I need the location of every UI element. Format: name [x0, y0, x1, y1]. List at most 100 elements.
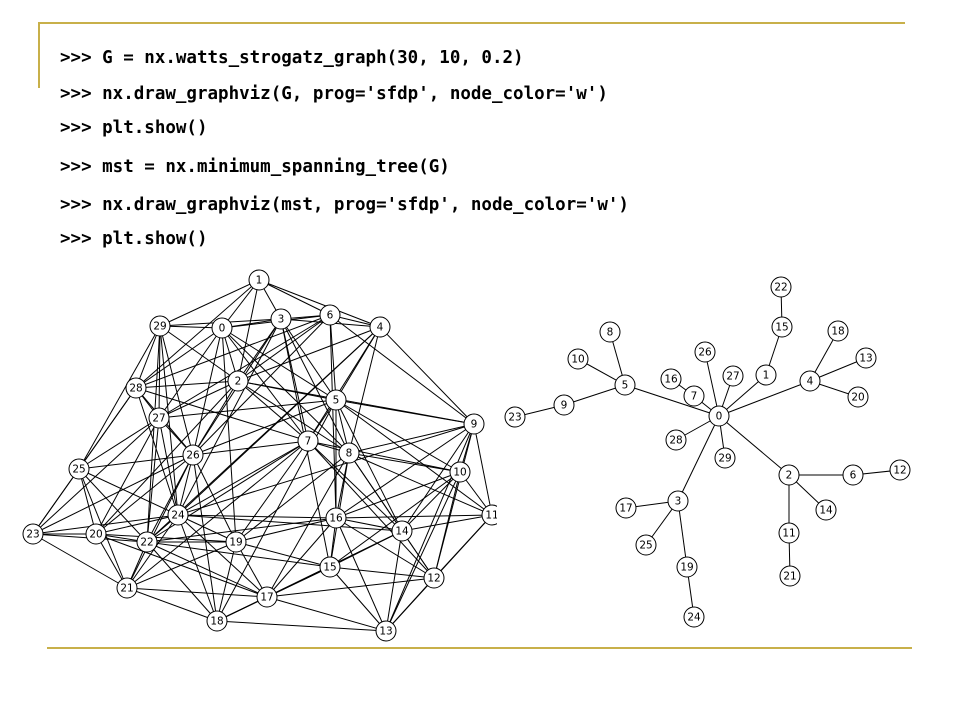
full-node-circle [211, 317, 233, 339]
mst-node-7: 7 [683, 385, 705, 407]
mst-node-22: 22 [770, 276, 792, 298]
full-edge-19-21 [126, 541, 237, 589]
full-edge-7-21 [126, 440, 309, 589]
full-node-14: 14 [391, 520, 413, 542]
full-edge-5-11 [335, 399, 493, 516]
full-edge-23-27 [32, 417, 160, 535]
full-edge-18-21 [126, 587, 218, 622]
full-node-26: 26 [182, 444, 204, 466]
full-node-label: 5 [333, 395, 340, 407]
watts-strogatz-graph: 0123456789101112131415161718192021222324… [22, 269, 497, 642]
mst-node-label: 3 [675, 496, 682, 508]
mst-node-label: 27 [726, 371, 739, 383]
mst-node-circle [778, 522, 800, 544]
full-edge-17-22 [146, 541, 268, 598]
bottom-rule [47, 647, 912, 649]
full-edge-2-8 [237, 380, 350, 454]
mst-node-15: 15 [771, 316, 793, 338]
mst-node-label: 20 [851, 392, 864, 404]
full-node-27: 27 [148, 407, 170, 429]
mst-edge-0-2 [718, 415, 790, 476]
full-node-label: 1 [256, 275, 263, 287]
full-edge-13-14 [385, 530, 403, 632]
mst-node-12: 12 [889, 459, 911, 481]
full-edge-19-24 [177, 514, 237, 543]
full-node-circle [206, 610, 228, 632]
full-edge-24-28 [135, 387, 179, 516]
full-edge-29-2 [159, 325, 239, 382]
full-edge-18-24 [177, 514, 218, 622]
full-node-19: 19 [225, 531, 247, 553]
full-edge-6-16 [329, 314, 337, 519]
full-edge-6-28 [135, 314, 331, 389]
full-edge-15-22 [146, 541, 331, 568]
full-edge-7-22 [146, 440, 309, 543]
full-node-label: 10 [453, 467, 466, 479]
mst-node-14: 14 [815, 499, 837, 521]
code-line-2: >>> nx.draw_graphviz(G, prog='sfdp', nod… [60, 84, 608, 104]
full-graph-edges [32, 279, 493, 632]
full-node-21: 21 [116, 577, 138, 599]
mst-node-1: 1 [755, 364, 777, 386]
full-edge-16-17 [266, 517, 337, 598]
mst-node-24: 24 [683, 606, 705, 628]
full-edge-21-24 [126, 514, 179, 589]
full-node-label: 29 [153, 321, 166, 333]
full-node-label: 22 [140, 537, 153, 549]
full-node-18: 18 [206, 610, 228, 632]
mst-node-label: 15 [775, 322, 788, 334]
full-node-label: 19 [229, 537, 242, 549]
full-node-circle [391, 520, 413, 542]
full-edge-15-19 [235, 541, 331, 568]
mst-node-circle [708, 405, 730, 427]
full-edge-5-14 [335, 399, 403, 532]
full-edge-6-9 [329, 314, 475, 425]
mst-edge-0-4 [718, 380, 811, 417]
full-node-circle [423, 567, 445, 589]
full-edge-7-28 [135, 387, 309, 442]
mst-node-circle [815, 499, 837, 521]
full-node-20: 20 [85, 523, 107, 545]
full-node-circle [22, 523, 44, 545]
full-node-label: 3 [278, 314, 285, 326]
mst-node-circle [842, 464, 864, 486]
full-edge-0-28 [135, 327, 223, 389]
mst-node-label: 13 [859, 353, 872, 365]
mst-node-label: 1 [763, 370, 770, 382]
mst-node-label: 8 [607, 327, 614, 339]
mst-node-circle [799, 370, 821, 392]
mst-node-20: 20 [847, 386, 869, 408]
full-edge-8-11 [348, 452, 493, 516]
full-node-label: 4 [377, 322, 384, 334]
full-node-label: 9 [471, 419, 478, 431]
mst-node-circle [504, 406, 526, 428]
full-edge-4-2 [237, 326, 381, 382]
full-edge-14-16 [335, 517, 403, 532]
full-edge-25-28 [78, 387, 137, 470]
full-edge-9-11 [473, 423, 493, 516]
full-node-circle [319, 304, 341, 326]
mst-edge-0-3 [677, 415, 720, 502]
mst-node-13: 13 [855, 347, 877, 369]
full-edge-12-17 [266, 577, 435, 598]
full-edge-21-26 [126, 454, 194, 589]
full-edge-4-9 [379, 326, 475, 425]
full-node-label: 23 [26, 529, 39, 541]
mst-node-circle [667, 490, 689, 512]
full-edge-8-16 [335, 452, 350, 519]
full-edge-16-24 [177, 514, 337, 519]
mst-node-8: 8 [599, 321, 621, 343]
mst-node-19: 19 [676, 556, 698, 578]
mst-nodes: 0123456789101112131415161718192021222324… [504, 276, 911, 628]
full-edge-9-24 [177, 423, 475, 516]
mst-node-circle [615, 497, 637, 519]
full-edge-25-27 [78, 417, 160, 470]
mst-node-label: 16 [664, 374, 678, 386]
mst-node-circle [770, 276, 792, 298]
full-edge-19-26 [192, 454, 237, 543]
full-edge-25-26 [78, 454, 194, 470]
mst-node-circle [771, 316, 793, 338]
full-edge-7-12 [307, 440, 435, 579]
mst-node-circle [847, 386, 869, 408]
mst-node-23: 23 [504, 406, 526, 428]
